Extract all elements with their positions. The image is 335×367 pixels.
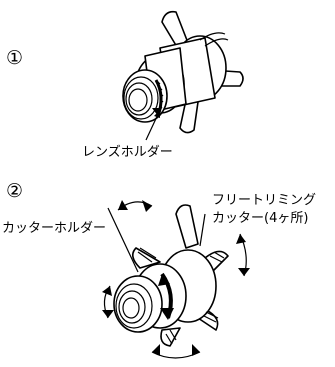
- free-trimming-label-line1: フリートリミング: [212, 193, 317, 208]
- lens-holder-label: レンズホルダー: [82, 145, 173, 160]
- step-1-marker: ①: [6, 47, 24, 69]
- free-trimming-label-line2: カッター(4ヶ所): [212, 211, 309, 226]
- step-2-marker: ②: [6, 180, 24, 202]
- cutter-holder-label: カッターホルダー: [2, 221, 107, 236]
